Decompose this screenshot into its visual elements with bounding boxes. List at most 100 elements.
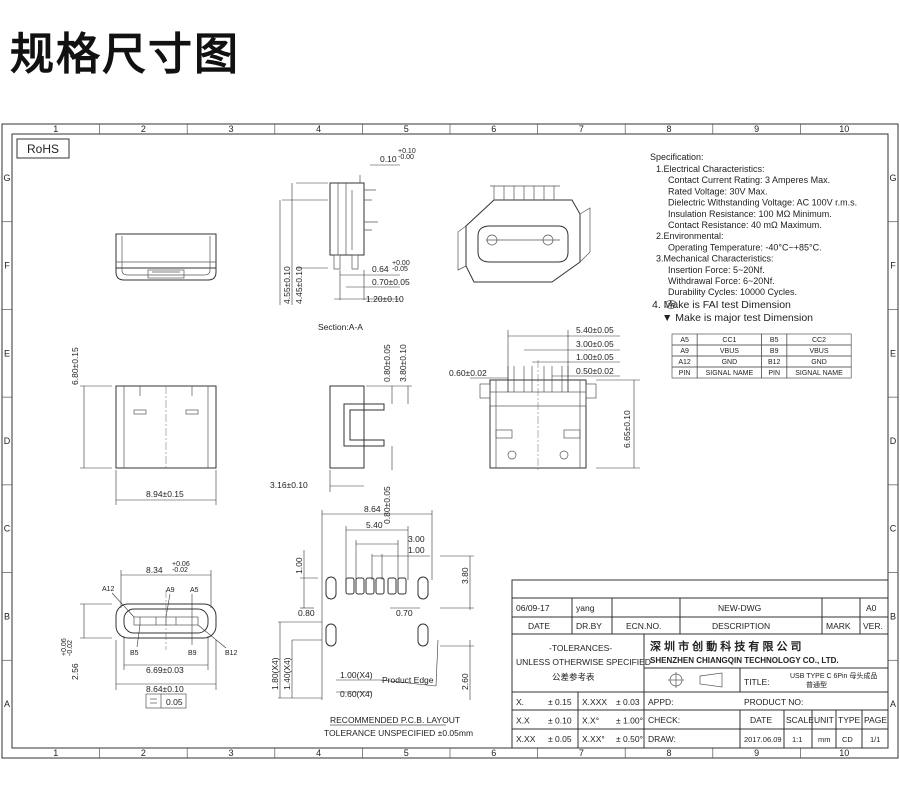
dim-300: 3.00±0.05 — [576, 339, 614, 349]
flatness-value: 0.05 — [166, 697, 183, 707]
hdr-mark: MARK — [826, 621, 851, 631]
col-scale: SCALE — [786, 715, 814, 725]
dim-top-010: 0.10 — [380, 154, 397, 164]
hdr-ver: VER. — [863, 621, 883, 631]
tol-row-0-d: ± 0.03 — [616, 697, 640, 707]
page-title: 规格尺寸图 — [10, 29, 240, 80]
tol-row-1-c: X.X° — [582, 716, 599, 726]
pcb-pad-0 — [345, 577, 355, 595]
pin-table-cell-0-1: CC1 — [722, 337, 736, 344]
spec-line-2: Rated Voltage: 30V Max. — [668, 186, 768, 196]
tol-title: -TOLERANCES- — [549, 643, 612, 653]
note-major: ▼ Make is major test Dimension — [662, 312, 813, 324]
pin-a5: A5 — [190, 587, 199, 594]
pcb-pad-3 — [375, 577, 385, 595]
pcb-060x4: 0.60(X4) — [340, 689, 373, 699]
grid-col-top-1: 1 — [53, 124, 58, 134]
appd-label: APPD: — [648, 697, 674, 707]
title-block — [511, 579, 889, 749]
bottom-view — [470, 330, 640, 470]
val-date: 2017.06.09 — [744, 735, 782, 744]
tol-row-1-a: X.X — [516, 716, 530, 726]
mating-face-view — [80, 570, 227, 709]
pcb-380: 3.80 — [460, 567, 470, 584]
pcb-pad-1 — [355, 577, 365, 595]
pin-table-cell-1-3: VBUS — [809, 348, 828, 355]
pcb-864: 8.64 — [364, 504, 381, 514]
pin-table-cell-1-1: VBUS — [720, 348, 739, 355]
grid-row-right-B: B — [890, 611, 896, 621]
pcb-layout — [278, 510, 474, 700]
spec-line-4: Insulation Resistance: 100 MΩ Minimum. — [668, 209, 832, 219]
pcb-tolerance: TOLERANCE UNSPECIFIED ±0.05mm — [324, 728, 473, 738]
pcb-540: 5.40 — [366, 520, 383, 530]
tol-row-2-d: ± 0.50° — [616, 734, 643, 744]
grid-col-top-4: 4 — [316, 124, 321, 134]
pin-table-cell-2-2: B12 — [768, 359, 781, 366]
spec-line-7: Operating Temperature: -40°C~+85°C. — [668, 242, 822, 252]
front-view-top — [115, 233, 217, 281]
grid-col-top-7: 7 — [579, 124, 584, 134]
tol-sub: UNLESS OTHERWISE SPECIFIED — [516, 657, 651, 667]
pin-table-cell-3-0: PIN — [679, 370, 691, 377]
tol-cn: 公差参考表 — [552, 672, 595, 682]
pcb-100b: 1.00 — [294, 557, 304, 574]
pcb-080: 0.80 — [298, 608, 315, 618]
dim-864: 8.64±0.10 — [146, 684, 184, 694]
grid-row-right-F: F — [890, 261, 896, 271]
rev-date: 06/09-17 — [516, 603, 550, 613]
val-type: CD — [842, 735, 853, 744]
dim-834: 8.34 — [146, 565, 163, 575]
val-page: 1/1 — [870, 735, 880, 744]
pcb-100x4: 1.00(X4) — [340, 670, 373, 680]
svg-text:-0.05: -0.05 — [392, 266, 408, 273]
pin-table-cell-3-1: SIGNAL NAME — [706, 370, 754, 377]
grid-col-bottom-10: 10 — [839, 748, 849, 758]
tol-row-1-d: ± 1.00° — [616, 716, 643, 726]
grid-col-bottom-4: 4 — [316, 748, 321, 758]
tol-row-0-c: X.XXX — [582, 697, 607, 707]
dim-665: 6.65±0.10 — [622, 410, 632, 448]
grid-col-bottom-3: 3 — [228, 748, 233, 758]
grid-col-top-6: 6 — [491, 124, 496, 134]
spec-line-9: Insertion Force: 5~20Nf. — [668, 265, 765, 275]
isometric-view — [457, 185, 591, 283]
pin-table-cell-2-3: GND — [811, 359, 827, 366]
hdr-drby: DR.BY — [576, 621, 602, 631]
company-en: SHENZHEN CHIANGQIN TECHNOLOGY CO., LTD. — [650, 656, 839, 665]
pcb-pad-5 — [397, 577, 407, 595]
pcb-pad-4 — [387, 577, 397, 595]
grid-row-left-F: F — [4, 261, 10, 271]
grid-col-bottom-1: 1 — [53, 748, 58, 758]
tol-row-0-a: X. — [516, 697, 524, 707]
val-scale: 1:1 — [792, 735, 802, 744]
title-label: TITLE: — [744, 677, 770, 687]
svg-text:-0.02: -0.02 — [172, 567, 188, 574]
grid-row-right-C: C — [890, 524, 897, 534]
spec-line-1: Contact Current Rating: 3 Amperes Max. — [668, 175, 830, 185]
pcb-title: RECOMMENDED P.C.B. LAYOUT — [330, 715, 460, 725]
fai-symbol-icon — [664, 300, 678, 309]
pcb-100a: 1.00 — [408, 545, 425, 555]
svg-text:+0.00: +0.00 — [392, 260, 410, 267]
hdr-ecn: ECN.NO. — [626, 621, 661, 631]
dim-894: 8.94±0.15 — [146, 489, 184, 499]
company-cn: 深 圳 市 创 動 科 技 有 限 公 司 — [650, 639, 802, 653]
grid-col-bottom-7: 7 — [579, 748, 584, 758]
dim-064: 0.64 — [372, 264, 389, 274]
pin-table-cell-0-2: B5 — [770, 337, 779, 344]
tol-row-2-a: X.XX — [516, 734, 536, 744]
spec-line-6: 2.Environmental: — [656, 231, 724, 241]
dim-540: 5.40±0.05 — [576, 325, 614, 335]
dim-050: 0.50±0.02 — [576, 366, 614, 376]
spec-line-5: Contact Resistance: 40 mΩ Maximum. — [668, 220, 822, 230]
front-view-middle — [80, 385, 217, 505]
grid-row-right-D: D — [890, 436, 897, 446]
rev-mark: A0 — [866, 603, 877, 613]
svg-text:+0.06: +0.06 — [172, 561, 190, 568]
svg-text:-0.02: -0.02 — [67, 640, 74, 656]
svg-text:FAI: FAI — [668, 303, 676, 309]
